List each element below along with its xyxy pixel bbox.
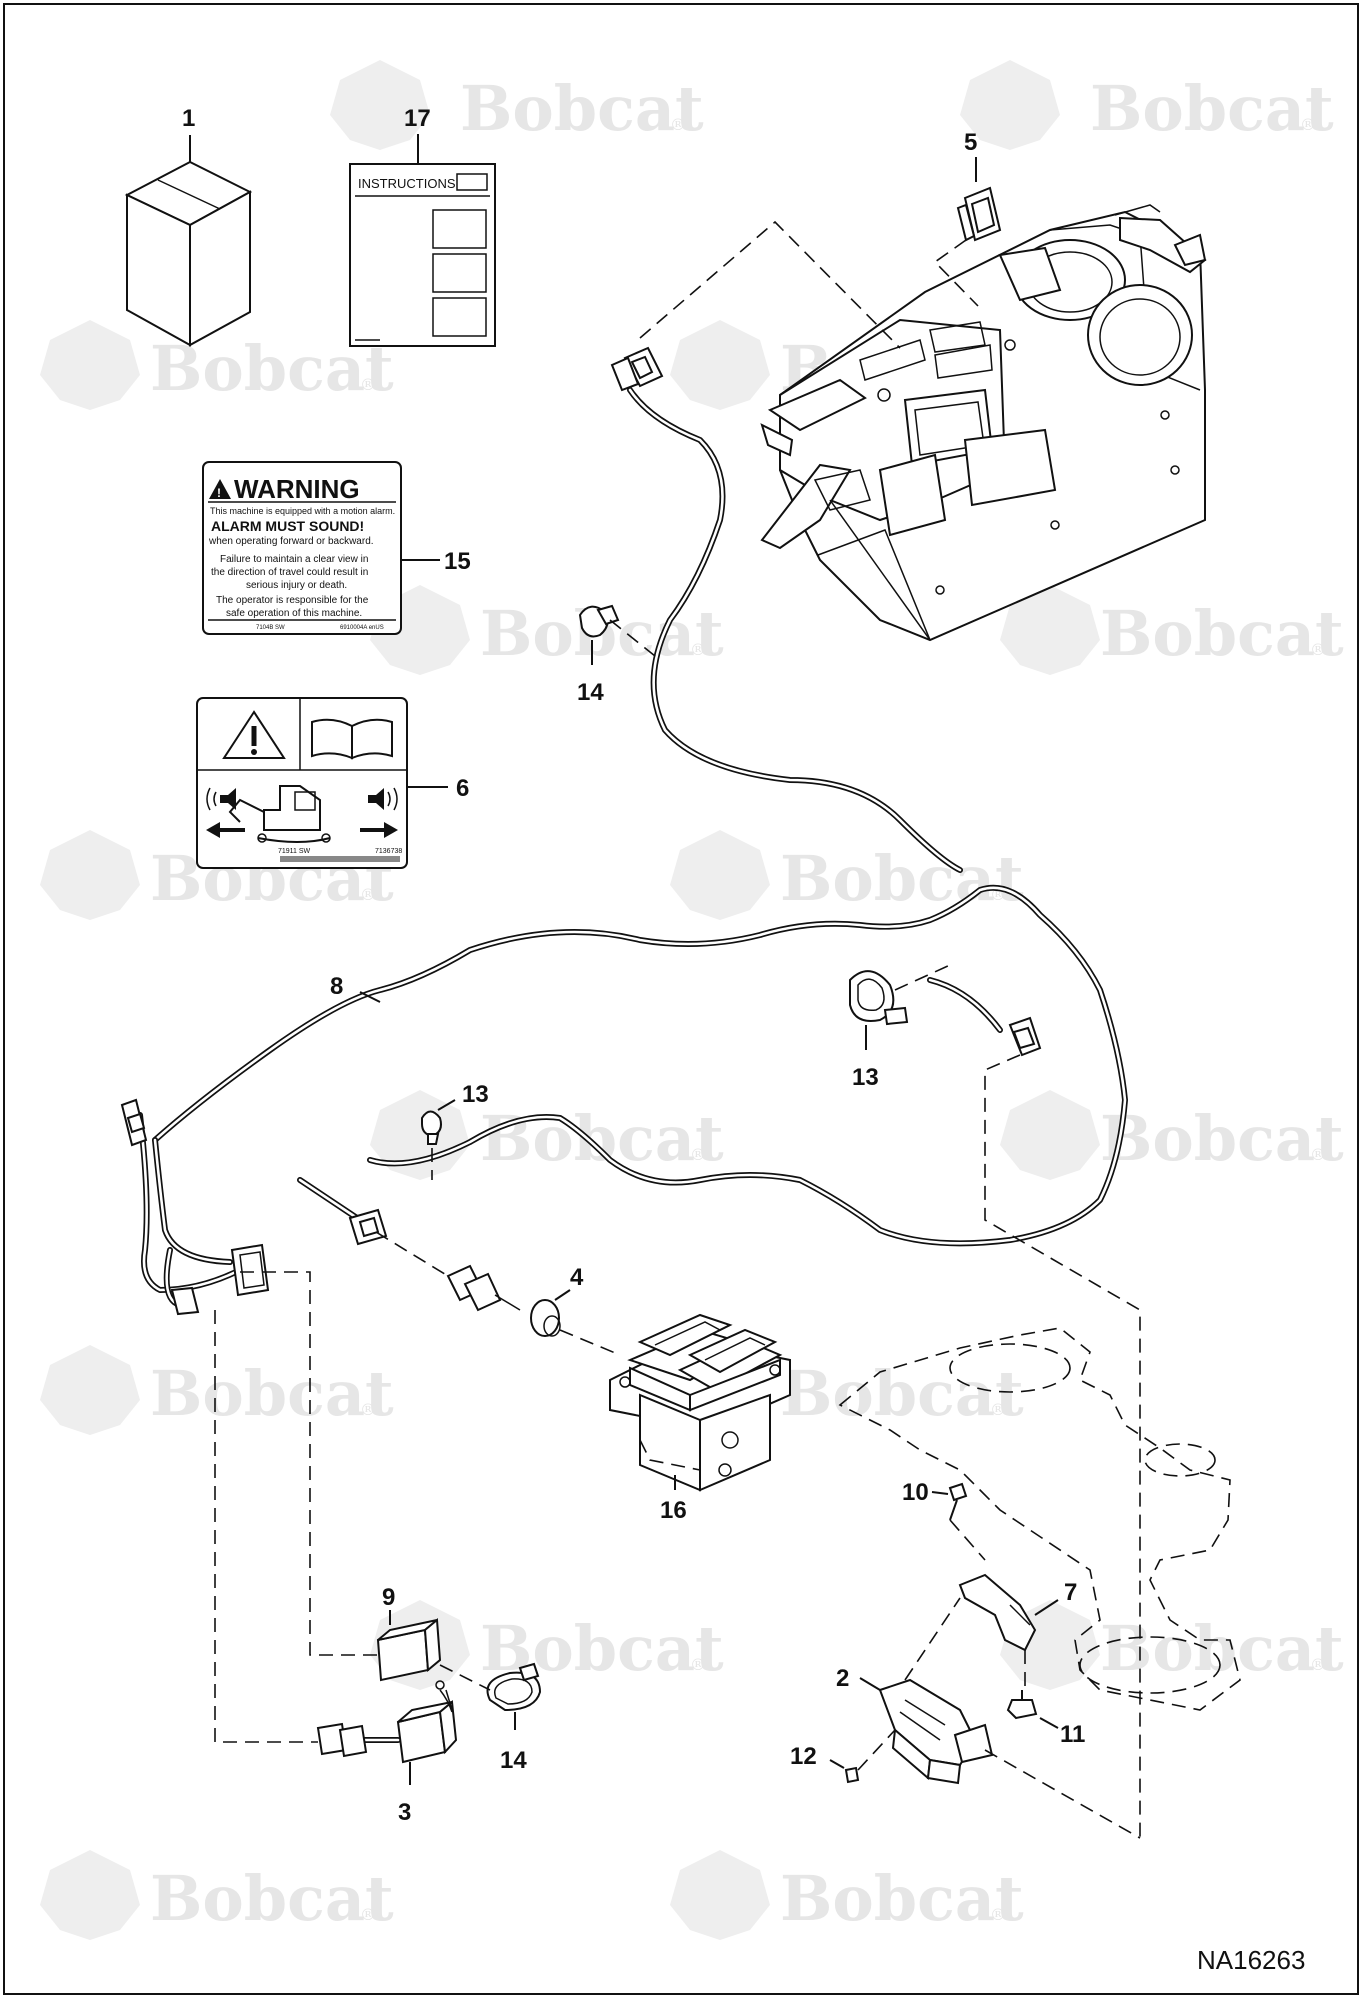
callout-14-lower: 14 <box>500 1747 527 1774</box>
warning-line-1: This machine is equipped with a motion a… <box>210 506 395 516</box>
warning-header: WARNING <box>234 474 360 504</box>
excavator-icon <box>228 785 331 843</box>
part-5-switch: 5 <box>933 129 1002 307</box>
part-17-instructions: INSTRUCTIONS 17 <box>349 105 496 347</box>
svg-text:®: ® <box>990 1905 1006 1924</box>
part-2-pedal-switch: 2 <box>836 1597 1141 1839</box>
pictorial-code-right: 7136738 <box>375 848 402 855</box>
warning-line-5: the direction of travel could result in <box>211 567 368 578</box>
callout-12: 12 <box>790 1743 817 1770</box>
callout-15: 15 <box>444 548 471 575</box>
callout-16: 16 <box>660 1497 687 1524</box>
part-11-bolt: 11 <box>1006 1690 1085 1748</box>
svg-text:®: ® <box>360 375 376 394</box>
watermark-text: Bobcat <box>1100 1612 1344 1685</box>
part-9-relay: 9 <box>376 1584 445 1690</box>
sound-left-icon <box>206 787 236 811</box>
part-14-clip-upper: 14 <box>577 604 661 706</box>
watermark-text: Bobcat <box>780 842 1024 915</box>
callout-4: 4 <box>570 1264 584 1291</box>
watermark-text: Bobcat <box>1100 597 1344 670</box>
warning-line-4: Failure to maintain a clear view in <box>220 554 368 565</box>
watermark-text: Bobcat <box>150 1357 394 1430</box>
warning-line-6: serious injury or death. <box>246 580 347 591</box>
part-4-pressure-switch: 4 <box>375 1231 621 1356</box>
part-16-valve: 16 <box>609 1313 791 1524</box>
watermark-text: Bobcat <box>460 72 704 145</box>
sound-right-icon <box>368 787 398 811</box>
svg-text:®: ® <box>1310 1655 1326 1674</box>
callout-9: 9 <box>382 1584 395 1611</box>
svg-text:®: ® <box>690 1145 706 1164</box>
part-6-pictorial-decal: 71911 SW 7136738 6 <box>196 697 469 869</box>
figure-id: NA16263 <box>1197 1945 1305 1975</box>
part-15-warning-decal: ! WARNING This machine is equipped with … <box>202 461 471 635</box>
alert-triangle-icon <box>222 710 286 759</box>
pictorial-code-left: 71911 SW <box>278 848 311 855</box>
callout-17: 17 <box>404 105 431 132</box>
watermark-text: Bobcat <box>1100 1102 1344 1175</box>
svg-text:®: ® <box>1300 115 1316 134</box>
wire-harness <box>137 387 1128 1308</box>
watermark-text: Bobcat <box>780 1357 1024 1430</box>
instructions-title: INSTRUCTIONS <box>358 176 456 191</box>
arrow-left-icon <box>206 822 245 838</box>
floor-plate-outline <box>838 1327 1241 1711</box>
warning-line-7: The operator is responsible for the <box>216 595 369 606</box>
part-1-box: 1 <box>124 105 253 347</box>
callout-2: 2 <box>836 1665 849 1692</box>
watermark-text: Bobcat <box>150 1862 394 1935</box>
arrow-right-icon <box>360 822 398 838</box>
svg-text:®: ® <box>1310 640 1326 659</box>
callout-6: 6 <box>456 775 469 802</box>
callout-1: 1 <box>182 105 195 132</box>
warning-code-left: 7104B SW <box>256 625 285 631</box>
part-13-clip-left: 13 <box>421 1081 489 1180</box>
warning-line-8: safe operation of this machine. <box>226 608 362 619</box>
watermark-text: Bobcat <box>480 1102 724 1175</box>
callout-13-left: 13 <box>462 1081 489 1108</box>
warning-code-right: 6910004A enUS <box>340 625 384 631</box>
part-14-clip-lower: 14 <box>439 1662 542 1774</box>
svg-text:®: ® <box>990 1400 1006 1419</box>
callout-3: 3 <box>398 1799 411 1826</box>
part-3-alarm: 3 <box>316 1689 458 1826</box>
svg-text:®: ® <box>360 1400 376 1419</box>
callout-14-upper: 14 <box>577 679 604 706</box>
part-13-clip-right: 13 <box>849 964 951 1091</box>
harness-connectors <box>120 1016 1042 1316</box>
warning-line-3: when operating forward or backward. <box>208 536 374 547</box>
watermark-text: Bobcat <box>1090 72 1334 145</box>
part-10-bolt: 10 <box>902 1479 986 1561</box>
callout-8: 8 <box>330 973 343 1000</box>
svg-text:®: ® <box>360 885 376 904</box>
watermark-text: Bobcat <box>780 1862 1024 1935</box>
manual-book-icon <box>311 718 393 760</box>
callout-7: 7 <box>1064 1579 1077 1606</box>
svg-text:®: ® <box>690 1655 706 1674</box>
svg-text:!: ! <box>217 486 221 500</box>
part-12-nut: 12 <box>790 1729 896 1784</box>
svg-text:®: ® <box>670 115 686 134</box>
part-7-bracket: 7 <box>958 1573 1077 1690</box>
console-assembly <box>760 204 1207 642</box>
callout-10: 10 <box>902 1479 929 1506</box>
svg-text:®: ® <box>1310 1145 1326 1164</box>
warning-line-2: ALARM MUST SOUND! <box>211 518 364 534</box>
svg-text:®: ® <box>360 1905 376 1924</box>
callout-11: 11 <box>1060 1721 1085 1748</box>
callout-13-right: 13 <box>852 1064 879 1091</box>
callout-5: 5 <box>964 129 977 156</box>
svg-text:®: ® <box>690 640 706 659</box>
top-connector <box>610 346 664 392</box>
guide-lines <box>214 1054 1141 1838</box>
